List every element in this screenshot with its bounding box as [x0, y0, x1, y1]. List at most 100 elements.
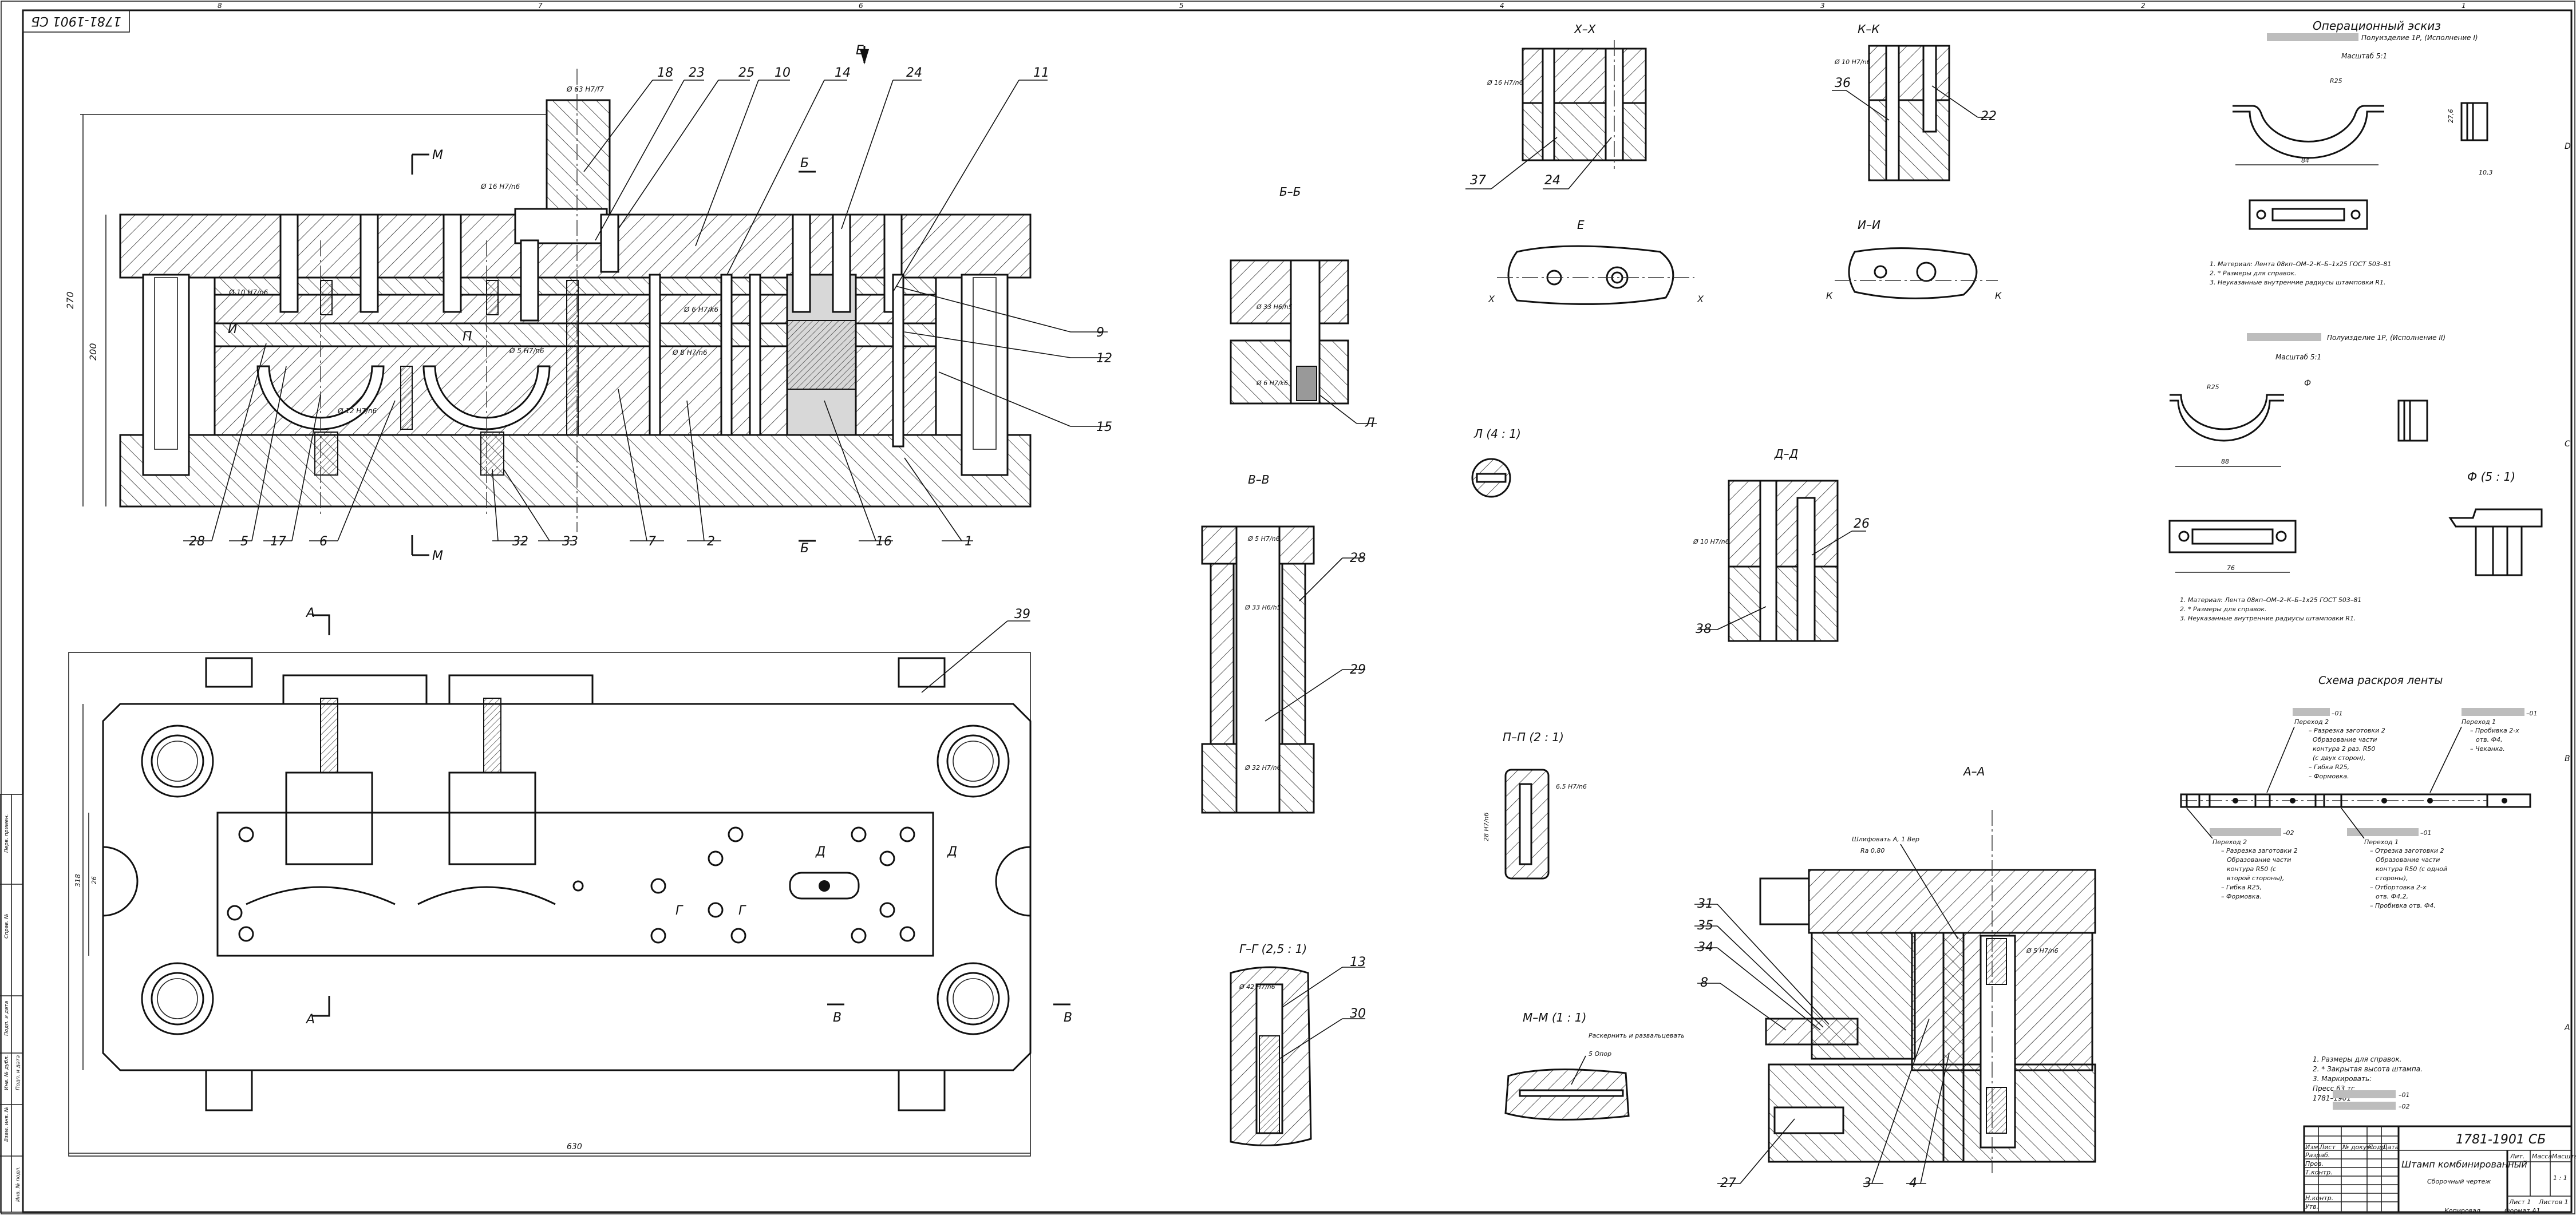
- strip-t1-l1: – Разрезка заготовки 2: [2309, 727, 2385, 734]
- callout-35: 35: [1697, 919, 1713, 933]
- strip-t3-head: Переход 2: [2212, 838, 2247, 846]
- grid-letter-d: D: [2565, 142, 2571, 151]
- section-f-title: Ф (5 : 1): [2467, 470, 2515, 484]
- fit-shank: Ø 63 H7/f7: [566, 85, 604, 93]
- designation-rotated: 1781-1901 СБ: [31, 14, 121, 28]
- strip-t4-l2: Образование части: [2376, 856, 2440, 864]
- section-dd: Д–Д Ø 10 H7/n6 26 38: [1693, 447, 1870, 642]
- strip-t2-l3: – Чеканка.: [2470, 745, 2505, 753]
- fit-gg: Ø 42 H7/n6: [1239, 983, 1275, 991]
- fit-5: Ø 5 H7/n6: [509, 347, 544, 355]
- mm-note-2: 5 Опор: [1589, 1050, 1611, 1058]
- callout-37: 37: [1470, 173, 1486, 188]
- note-1: 1. Размеры для справок.: [2313, 1055, 2401, 1063]
- view-g-right: Г: [738, 904, 746, 918]
- strip-t4-code: –01: [2420, 829, 2432, 837]
- springs: [314, 280, 579, 476]
- callout-7: 7: [648, 535, 656, 549]
- section-aa: А–А Шлифовать А, 1 Вер Ra 0,80 Ø 5 H7/n6…: [1694, 765, 2096, 1190]
- callout-13: 13: [1350, 955, 1366, 969]
- sketch-label-2: Полуизделие 1Р, (Исполнение II): [2327, 334, 2445, 342]
- view-d-right: Д: [947, 845, 957, 859]
- section-aa-title: А–А: [1962, 765, 1985, 778]
- note-code-2: –02: [2399, 1103, 2410, 1110]
- format-label: Формат А1: [2504, 1207, 2541, 1214]
- note-code-1: –01: [2399, 1091, 2410, 1099]
- dim-overall-width: 630: [567, 1142, 582, 1151]
- sketch-d88: 88: [2221, 458, 2229, 465]
- side-stamps: Перв. примен. Справ. № Подп. и дата Инв.…: [4, 814, 21, 1202]
- view-i: И: [228, 322, 237, 337]
- tb-row-doc: № докум.: [2342, 1143, 2373, 1151]
- sketch-scale-2: Масштаб 5:1: [2275, 353, 2321, 361]
- grid-num-1: 1: [2462, 2, 2466, 10]
- view-m-top: М: [432, 148, 443, 163]
- general-notes: 1. Размеры для справок. 2. * Закрытая вы…: [2313, 1055, 2423, 1110]
- grid-letter-c: C: [2565, 440, 2570, 449]
- note-3: 3. Маркировать:: [2313, 1075, 2372, 1083]
- section-vv: В–В Ø 5 H7/n6 Ø 33 H6/h5 Ø 32 H7/n6 28 2…: [1201, 473, 1366, 814]
- view-x-left: Х: [1488, 294, 1495, 304]
- section-bb: Б–Б Ø 33 H6/h5 Ø 6 H7/k6 Л: [1230, 185, 1377, 430]
- sketch-note-2-2: 2. * Размеры для справок.: [2180, 605, 2267, 613]
- strip-t4-head: Переход 1: [2364, 838, 2399, 846]
- grid-letter-a: A: [2564, 1023, 2570, 1032]
- sketch-label-1: Полуизделие 1Р, (Исполнение I): [2361, 34, 2478, 42]
- callout-25: 25: [738, 66, 754, 80]
- callout-34: 34: [1697, 940, 1713, 955]
- strip-t4-l5: – Отбортовка 2-х: [2370, 884, 2427, 891]
- tb-row-sign: Подп.: [2368, 1143, 2387, 1151]
- tb-row-prov: Пров.: [2305, 1160, 2324, 1167]
- tb-row-utv: Утв.: [2305, 1203, 2318, 1210]
- tb-row-nkontr: Н.контр.: [2305, 1194, 2333, 1202]
- view-a-bottom: А: [305, 1012, 315, 1027]
- callout-33: 33: [562, 535, 578, 549]
- callout-10: 10: [775, 66, 791, 80]
- view-b-bottom: Б: [800, 541, 809, 556]
- section-xx: X–X Ø 16 H7/n6 37 24: [1465, 22, 1647, 189]
- view-g-left: Г: [675, 904, 683, 918]
- callout-24-xx: 24: [1544, 173, 1560, 188]
- tb-row-tkontr: Т.контр.: [2305, 1169, 2333, 1176]
- fit-3: Ø 10 H7/n6: [228, 288, 268, 296]
- callout-2: 2: [707, 535, 715, 549]
- tb-designation: 1781-1901 СБ: [2456, 1133, 2546, 1147]
- section-l-title: Л (4 : 1): [1473, 427, 1521, 441]
- strip-t3-l1: – Разрезка заготовки 2: [2221, 847, 2298, 854]
- strip-t3-l2: Образование части: [2227, 856, 2291, 864]
- tb-sheets: Листов 1: [2538, 1198, 2569, 1206]
- callout-36: 36: [1835, 76, 1851, 90]
- plan-holes: [227, 826, 915, 944]
- side-stamp-4: Инв. № дубл.: [4, 1055, 10, 1090]
- view-b-top: Б: [800, 156, 809, 171]
- callout-31: 31: [1697, 897, 1713, 911]
- tb-title: Штамп комбинированный: [2401, 1159, 2527, 1170]
- section-pp-title: П–П (2 : 1): [1503, 730, 1564, 744]
- callout-3: 3: [1863, 1176, 1871, 1190]
- view-k-left: К: [1826, 290, 1833, 301]
- tb-col-scale: Масштаб: [2552, 1153, 2576, 1160]
- sketch-phi: Ф: [2304, 379, 2311, 388]
- main-callouts: 18 23 25 10 14 24 11 9 12 15 1 16 2 7 33…: [183, 66, 1112, 549]
- section-kk-title: К–К: [1858, 22, 1880, 36]
- fit-vv-1: Ø 5 H7/n6: [1247, 535, 1280, 543]
- view-v-left: В: [833, 1011, 841, 1025]
- strip-t1-l3: контура 2 раз. R50: [2313, 745, 2375, 753]
- main-front-section: 270 200 Ø 63 H7/f7 Ø 16 H7/n6 Ø 10 H7/n6…: [65, 43, 1032, 563]
- grid-num-5: 5: [1179, 2, 1184, 10]
- screws: [279, 213, 904, 448]
- fit-4: Ø 6 H7/k6: [683, 306, 718, 314]
- strip-t4-l6: отв. Ф4,2,: [2376, 893, 2408, 900]
- tb-row-list: Лист: [2319, 1143, 2336, 1151]
- fit-dd: Ø 10 H7/n6: [1693, 538, 1729, 545]
- side-stamp-2: Справ. №: [4, 913, 10, 939]
- sketch-note-1-1: 1. Материал: Лента 08кп–ОМ–2–К–Б–1х25 ГО…: [2210, 260, 2391, 268]
- callout-28: 28: [189, 535, 205, 549]
- sketch-note-1-3: 3. Неуказанные внутренние радиусы штампо…: [2210, 279, 2386, 286]
- grid-num-8: 8: [218, 2, 222, 10]
- callout-6: 6: [319, 535, 327, 549]
- strip-t1-l4: (с двух сторон),: [2313, 754, 2365, 762]
- callout-38: 38: [1696, 622, 1712, 636]
